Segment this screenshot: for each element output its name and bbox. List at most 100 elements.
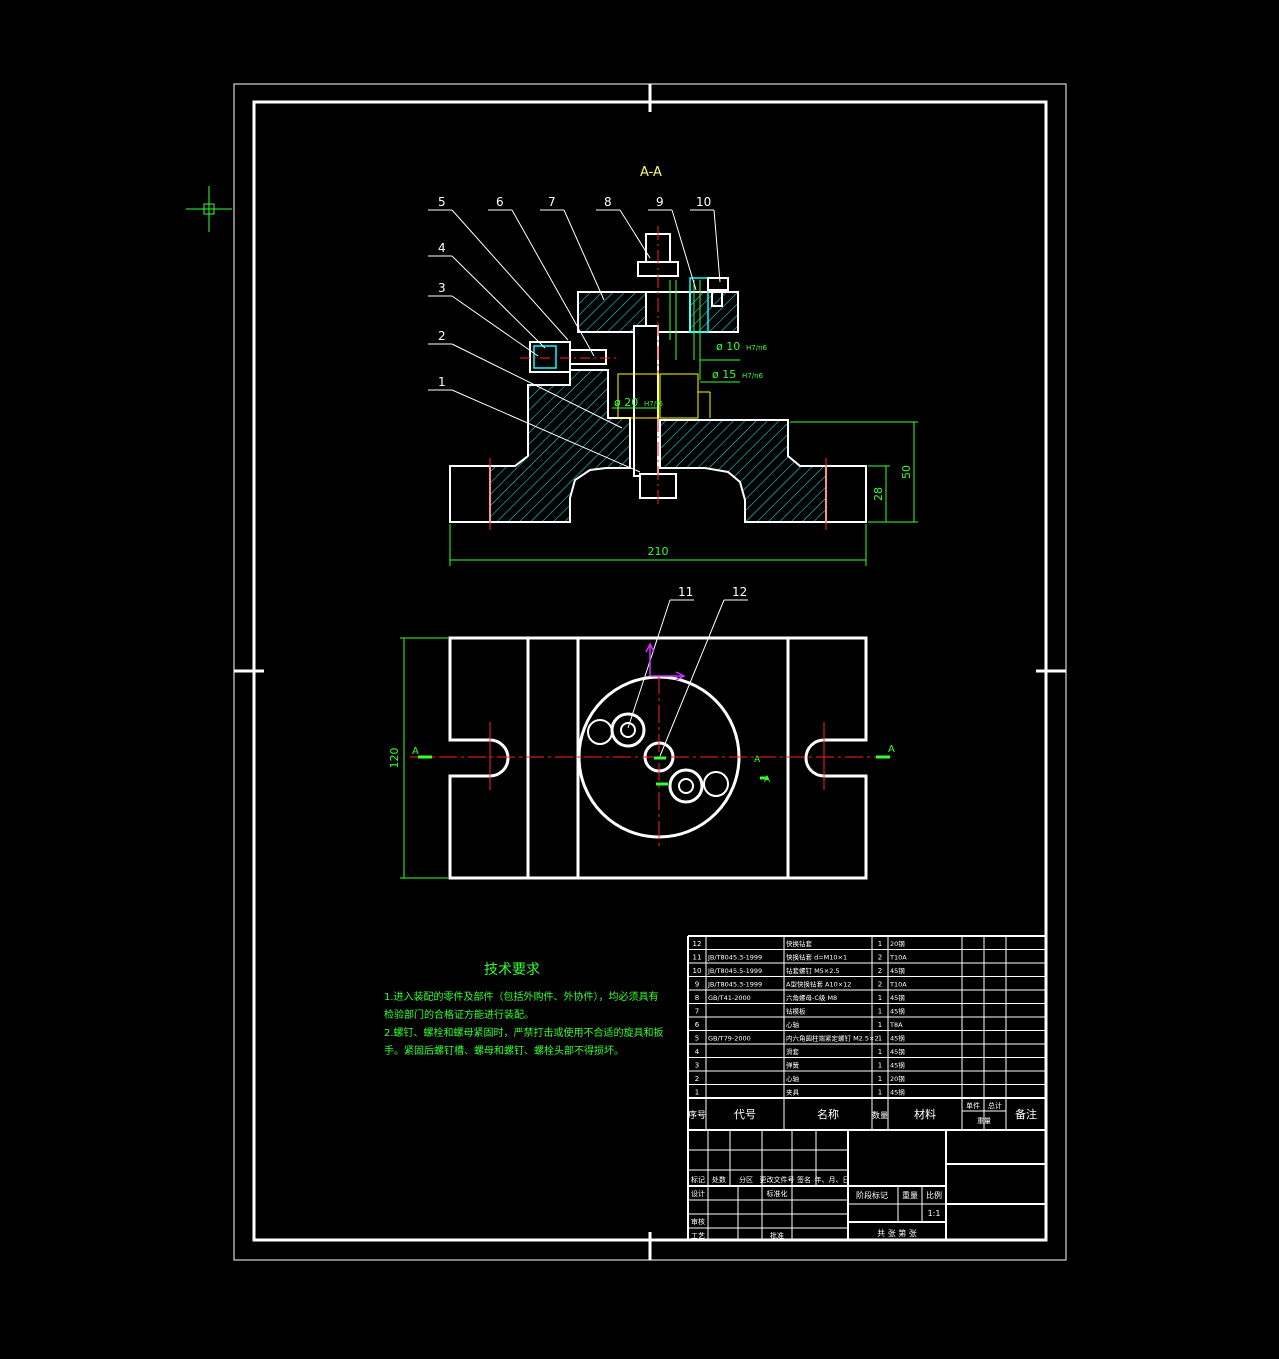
tb-label-sign: 签名 [797,1175,811,1184]
tech-line-4: 手。紧固后螺钉槽、螺母和螺钉、螺栓头部不得损坏。 [384,1044,624,1057]
bom-row-material: 20钢 [890,1075,905,1083]
bom-header-no: 序号 [688,1109,706,1121]
fit-d20: ø 20 [614,396,638,409]
bom-row-name: 钻套螺钉 M5×2.5 [786,966,840,975]
bom-row-name: 钻模板 [786,1007,806,1016]
tb-process: 工艺 [691,1232,705,1240]
tb-label-zone: 分区 [739,1175,753,1184]
bom-row-material: 45钢 [890,1048,905,1056]
leader-12: 12 [732,585,747,599]
ucs-icon [645,642,686,681]
crosshair-cursor-icon[interactable] [186,186,232,232]
bom-row-name: 快换钻套 [786,939,813,948]
tb-scale-value: 1:1 [928,1209,941,1218]
bom-row-material: T10A [889,954,907,962]
leader-3: 3 [438,281,446,295]
bom-row-name: 弹簧 [786,1061,800,1070]
bom-row-qty: 1 [878,1048,882,1056]
bom-row-no: 3 [695,1062,699,1070]
tb-approve: 批准 [770,1231,784,1240]
tb-label-date: 年、月、日 [815,1175,850,1184]
section-mark-right: A [888,744,895,755]
bom-row-name: 六角螺母-C级 M8 [786,993,837,1002]
leader-6: 6 [496,195,504,209]
section-mark-left: A [412,746,419,757]
bom-header-name: 名称 [817,1107,839,1121]
fit-d20-tol: H7/f6 [644,400,664,408]
bom-row-qty: 1 [878,994,882,1002]
centering-marks [234,84,1066,1260]
fit-d10: ø 10 [716,340,740,353]
bom-row-material: 45钢 [890,1089,905,1097]
bom-header-note: 备注 [1015,1107,1037,1121]
bom-header-code: 代号 [734,1108,756,1121]
bom-row-code: JB/T8045.5-1999 [707,967,762,975]
plan-view: 120 A A A A [388,636,895,880]
bom-row-no: 10 [693,967,702,975]
leader-1: 1 [438,375,446,389]
leader-lines [428,209,748,757]
fit-d15-tol: H7/n6 [742,372,764,380]
bom-row-no: 8 [695,994,699,1002]
tb-label-count: 处数 [712,1175,726,1184]
bom-row-material: 45钢 [890,1008,905,1016]
bom-row-code: GB/T41-2000 [708,994,751,1002]
bom-row-material: 45钢 [890,967,905,975]
bom-row-name: 夹具 [786,1088,800,1097]
tb-scale: 比例 [926,1190,942,1200]
tech-line-3: 2.螺钉、螺栓和螺母紧固时，严禁打击或使用不合适的旋具和扳 [384,1026,664,1039]
bom-header-material: 材料 [914,1107,936,1121]
tb-design: 设计 [691,1189,705,1198]
tb-std: 标准化 [767,1189,788,1198]
dim-height-total: 50 [900,465,913,479]
dim-width: 210 [648,545,669,558]
tb-weight: 重量 [902,1190,918,1200]
bom-row-material: 45钢 [890,994,905,1002]
bom-row-qty: 1 [878,1089,882,1097]
leader-11: 11 [678,585,693,599]
section-label: A-A [640,165,662,180]
tech-title: 技术要求 [484,962,540,978]
bom-row-code: GB/T79-2000 [708,1035,751,1043]
bom-row-material: 45钢 [890,1062,905,1070]
bom-row-no: 12 [693,940,702,948]
section-view: 210 50 28 ø 10 H7/n6 ø 15 H7/n6 ø 20 H7/… [449,226,918,566]
bom-row-code: JB/T8045.3-1999 [707,981,762,989]
bom-header-weight: 重量 [977,1117,991,1125]
section-mark-mid2: A [764,775,771,785]
tb-sheets: 共 张 第 张 [877,1228,917,1238]
bom-row-no: 9 [695,981,699,989]
bom-row-name: 滑套 [786,1047,800,1056]
leader-numbers: 1 2 3 4 5 6 7 8 9 10 11 12 [438,195,747,599]
bom-row-no: 6 [695,1021,700,1029]
bom-row-qty: 2 [878,954,882,962]
bom-row-no: 1 [695,1089,699,1097]
bom-row-name: 心轴 [786,1020,800,1029]
bom-row-code: JB/T8045.3-1999 [707,954,762,962]
bom-row-no: 4 [695,1048,700,1056]
bom-row-name: A型快换钻套 A10×12 [786,980,851,989]
tech-requirements: 技术要求 1.进入装配的零件及部件（包括外购件、外协件），均必须具有 检验部门的… [384,962,664,1057]
bom-row-material: T10A [889,981,907,989]
fit-d10-tol: H7/n6 [746,344,768,352]
leader-5: 5 [438,195,446,209]
bom-header-single: 单件 [966,1101,980,1110]
fit-d15: ø 15 [712,368,736,381]
bom-row-qty: 1 [878,1035,882,1043]
leader-8: 8 [604,195,612,209]
bom-row-no: 5 [695,1035,699,1043]
bom-row-qty: 1 [878,1021,882,1029]
bom-row-no: 7 [695,1008,699,1016]
bom-row-no: 2 [695,1075,699,1083]
bom-row-qty: 2 [878,967,882,975]
leader-10: 10 [696,195,711,209]
bom-row-name: 内六角圆柱端紧定螺钉 M2.5×2 [786,1034,879,1043]
bom-row-qty: 1 [878,1008,882,1016]
dim-plan-height: 120 [388,748,401,769]
section-mark-mid1: A [754,755,761,765]
bom-row-qty: 2 [878,981,882,989]
bom-header-total: 总计 [988,1101,1002,1110]
leader-4: 4 [438,241,446,255]
